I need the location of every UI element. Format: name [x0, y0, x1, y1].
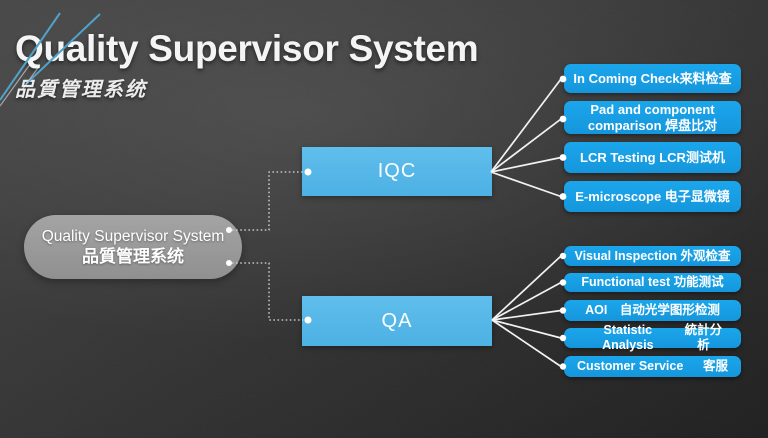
leaf-aoi: AOI 自动光学图形检测 — [564, 300, 741, 321]
leaf-lcr-testing: LCR Testing LCR测试机 — [564, 142, 741, 173]
root-node-subtitle: 品質管理系统 — [82, 246, 184, 266]
leaf-visual-inspection: Visual Inspection 外观检查 — [564, 246, 741, 266]
slide-header: Quality Supervisor System 品質管理系统 — [15, 28, 479, 102]
branch-node-qa: QA — [302, 296, 492, 346]
root-node: Quality Supervisor System 品質管理系统 — [24, 215, 242, 279]
leaf-customer-service: Customer Service 客服 — [564, 356, 741, 377]
leaf-in-coming-check: In Coming Check来料检查 — [564, 64, 741, 93]
connector-qa-leaves — [491, 255, 562, 368]
leaf-functional-test: Functional test 功能测试 — [564, 273, 741, 292]
leaf-statistic-analysis: Statistic Analysis 統計分析 — [564, 323, 741, 352]
page-title: Quality Supervisor System — [15, 28, 479, 69]
leaf-customer-service-en: Customer Service — [577, 359, 684, 373]
root-node-title: Quality Supervisor System — [41, 227, 225, 245]
page-subtitle: 品質管理系统 — [15, 78, 147, 101]
connector-root-qa — [232, 262, 303, 321]
leaf-statistic-analysis-en: Statistic Analysis — [602, 323, 654, 352]
leaf-e-microscope: E-microscope 电子显微镜 — [564, 181, 741, 212]
leaf-statistic-analysis-cn: 統計分析 — [684, 323, 723, 352]
connector-iqc-leaves — [490, 78, 562, 198]
leaf-pad-component-comparison: Pad and component comparison 焊盘比对 — [564, 101, 741, 134]
leaf-customer-service-cn: 客服 — [702, 359, 728, 373]
connector-root-iqc — [232, 171, 303, 231]
branch-node-iqc: IQC — [302, 147, 492, 196]
